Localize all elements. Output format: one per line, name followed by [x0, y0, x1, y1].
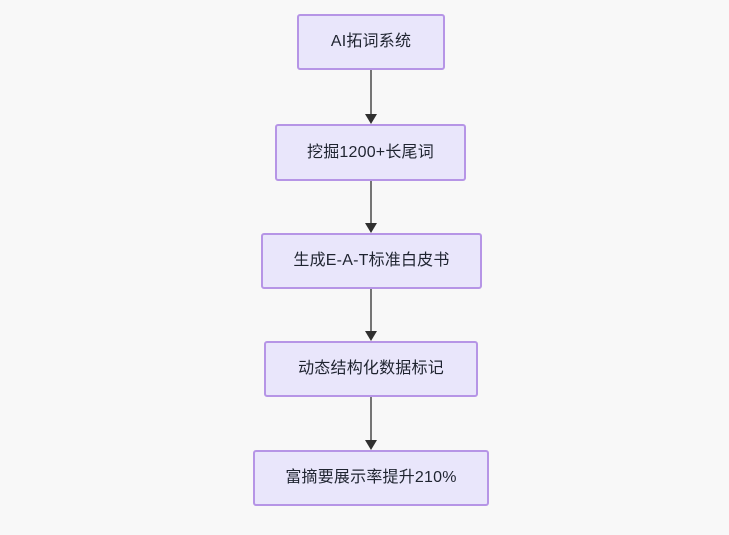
flow-node-label: 挖掘1200+长尾词	[307, 143, 434, 161]
edge-line	[370, 181, 372, 225]
arrowhead-icon	[365, 440, 377, 450]
edge-n1-n2	[365, 70, 377, 124]
flow-node-mine-longtail-keywords[interactable]: 挖掘1200+长尾词	[275, 124, 466, 181]
flow-node-label: AI拓词系统	[330, 33, 412, 50]
flow-node-dynamic-structured-data-markup[interactable]: 动态结构化数据标记	[264, 341, 478, 397]
flow-node-generate-eat-whitepaper[interactable]: 生成E-A-T标准白皮书	[261, 233, 482, 289]
arrowhead-icon	[365, 114, 377, 124]
flow-node-ai-keyword-system[interactable]: AI拓词系统	[297, 14, 445, 70]
edge-n4-n5	[365, 397, 377, 450]
edge-line	[370, 70, 372, 116]
edge-n3-n4	[365, 289, 377, 341]
edge-line	[370, 289, 372, 333]
flow-node-label: 富摘要展示率提升210%	[285, 469, 457, 486]
arrowhead-icon	[365, 223, 377, 233]
edge-line	[370, 397, 372, 442]
edge-n2-n3	[365, 181, 377, 233]
flow-node-label: 生成E-A-T标准白皮书	[293, 252, 450, 269]
arrowhead-icon	[365, 331, 377, 341]
flow-node-rich-snippet-rate-increase[interactable]: 富摘要展示率提升210%	[253, 450, 489, 506]
flow-node-label: 动态结构化数据标记	[298, 360, 444, 377]
